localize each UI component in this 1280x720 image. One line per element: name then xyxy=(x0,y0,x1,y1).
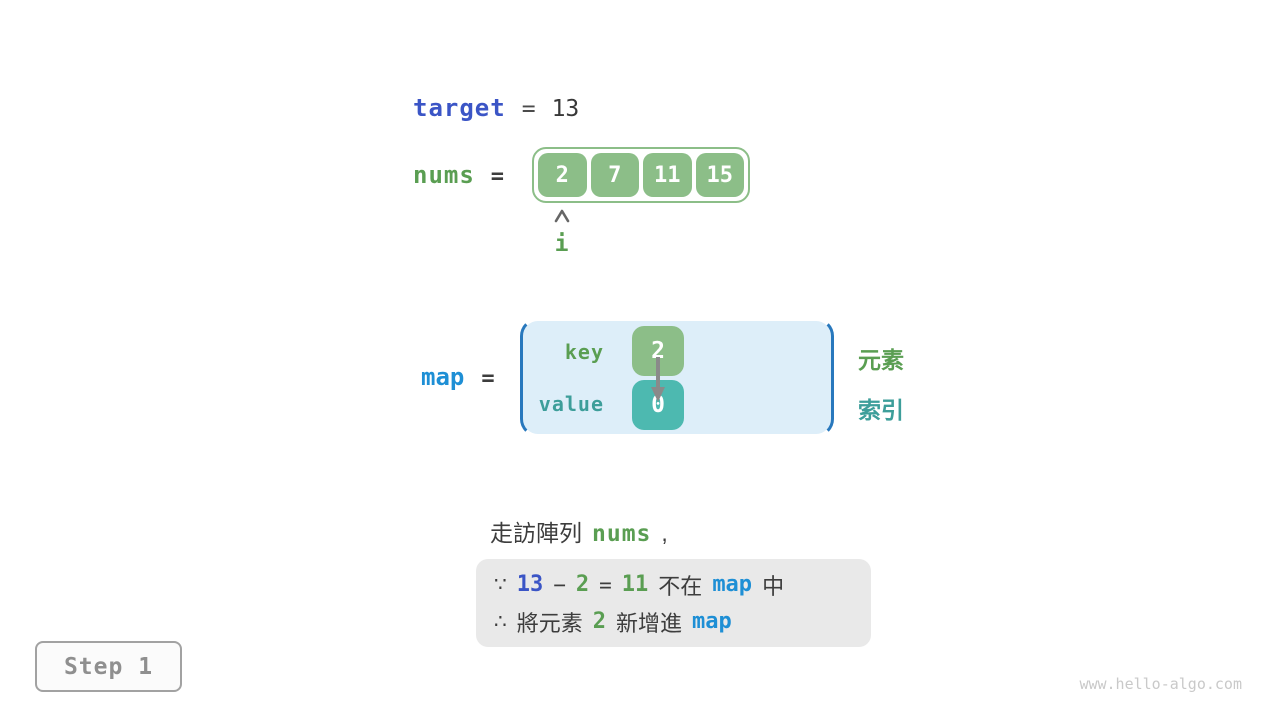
map-value-box: 0 xyxy=(632,380,684,430)
array-cell: 11 xyxy=(643,153,692,197)
conclusion-text-1: 將元素 xyxy=(516,610,583,636)
reason-target-value: 13 xyxy=(516,572,544,597)
caption-comma: , xyxy=(661,520,668,546)
nums-array: 2 7 11 15 xyxy=(532,147,750,203)
nums-keyword: nums xyxy=(413,161,475,189)
target-keyword: target xyxy=(413,94,506,122)
because-symbol: ∵ xyxy=(494,574,507,596)
array-cell: 15 xyxy=(695,153,744,197)
nums-assignment: nums = xyxy=(413,161,504,189)
element-side-label: 元素 xyxy=(858,347,904,373)
reason-line-1: ∵ 13 − 2 = 11 不在 map 中 xyxy=(494,566,871,603)
map-value-label: value xyxy=(538,392,604,416)
caption-code-nums: nums xyxy=(592,521,652,547)
index-pointer-label: i xyxy=(554,231,570,257)
reason-code-map: map xyxy=(712,572,753,597)
array-cell: 2 xyxy=(538,153,587,197)
map-equals: = xyxy=(481,366,495,391)
target-assignment: target = 13 xyxy=(413,94,579,122)
map-keyword: map xyxy=(421,363,465,391)
reason-line-2: ∴ 將元素 2 新增進 map xyxy=(494,603,871,640)
conclusion-code-map: map xyxy=(692,609,732,634)
map-key-label: key xyxy=(564,340,604,364)
equals-operator: = xyxy=(599,572,612,597)
caption-line: 走訪陣列 nums , xyxy=(490,514,668,548)
target-value: 13 xyxy=(551,96,580,122)
arrow-down-icon xyxy=(648,355,668,410)
therefore-symbol: ∴ xyxy=(494,611,507,633)
target-equals: = xyxy=(521,96,536,122)
watermark: www.hello-algo.com xyxy=(1079,675,1242,693)
reason-element-value: 2 xyxy=(575,572,590,597)
reason-box: ∵ 13 − 2 = 11 不在 map 中 ∴ 將元素 2 新增進 map xyxy=(476,559,871,647)
pointer-up-icon xyxy=(552,208,572,229)
reason-text-in: 中 xyxy=(762,573,785,599)
reason-diff-value: 11 xyxy=(621,572,649,597)
conclusion-element-value: 2 xyxy=(592,609,606,634)
nums-equals: = xyxy=(490,164,505,189)
step-badge: Step 1 xyxy=(35,641,182,692)
caption-text: 走訪陣列 xyxy=(490,520,582,546)
map-assignment: map = xyxy=(421,363,495,391)
reason-text-not-in: 不在 xyxy=(658,573,703,599)
minus-operator: − xyxy=(553,572,566,597)
index-side-label: 索引 xyxy=(858,397,904,423)
array-cell: 7 xyxy=(590,153,639,197)
conclusion-text-2: 新增進 xyxy=(616,610,683,636)
